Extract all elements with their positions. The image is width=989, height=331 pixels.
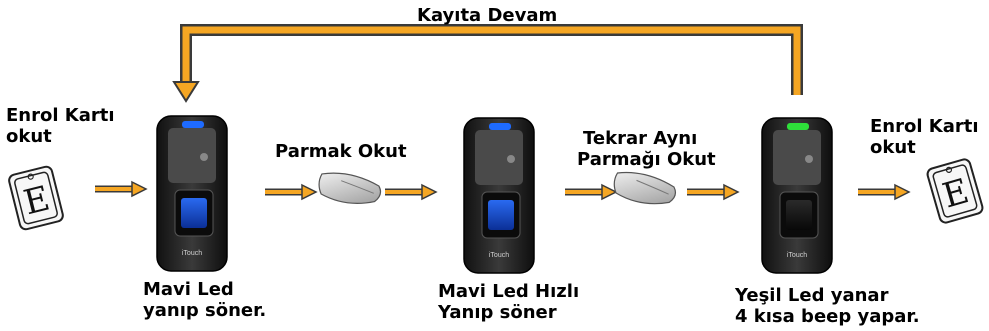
svg-text:iTouch: iTouch xyxy=(787,252,807,259)
fingerprint-reader-device: iTouch xyxy=(463,117,535,274)
fingerprint-sensor xyxy=(488,200,514,230)
flow-arrow xyxy=(565,183,618,201)
fingerprint-reader-device: iTouch xyxy=(761,117,833,274)
flow-arrow xyxy=(858,183,911,201)
enrol-card-icon: E xyxy=(8,165,64,231)
loop-label: Kayıta Devam xyxy=(417,5,558,26)
status-led xyxy=(787,123,809,130)
loop-back-arrow xyxy=(172,24,803,103)
enrol-card-label-left: Enrol Kartı okut xyxy=(6,105,115,147)
device1-caption: Mavi Led yanıp söner. xyxy=(143,279,267,321)
enrol-card-icon: E xyxy=(926,158,984,224)
svg-text:iTouch: iTouch xyxy=(489,252,509,259)
svg-text:iTouch: iTouch xyxy=(182,250,202,257)
finger-icon xyxy=(613,171,677,205)
flow-arrow xyxy=(687,183,740,201)
flow-arrow xyxy=(95,180,148,198)
device2-caption: Mavi Led Hızlı Yanıp söner xyxy=(438,281,580,323)
step-label-rescan-finger: Tekrar Aynı Parmağı Okut xyxy=(577,128,716,170)
status-led xyxy=(489,123,511,130)
fingerprint-reader-device: iTouch xyxy=(156,115,228,272)
device3-caption: Yeşil Led yanar 4 kısa beep yapar. xyxy=(735,285,920,327)
step-label-scan-finger: Parmak Okut xyxy=(275,141,407,162)
status-led xyxy=(182,121,204,128)
enrol-card-label-right: Enrol Kartı okut xyxy=(870,116,979,158)
flow-arrow xyxy=(265,183,318,201)
fingerprint-sensor xyxy=(181,198,207,228)
flow-arrow xyxy=(385,183,438,201)
fingerprint-sensor xyxy=(786,200,812,230)
finger-icon xyxy=(318,172,382,204)
